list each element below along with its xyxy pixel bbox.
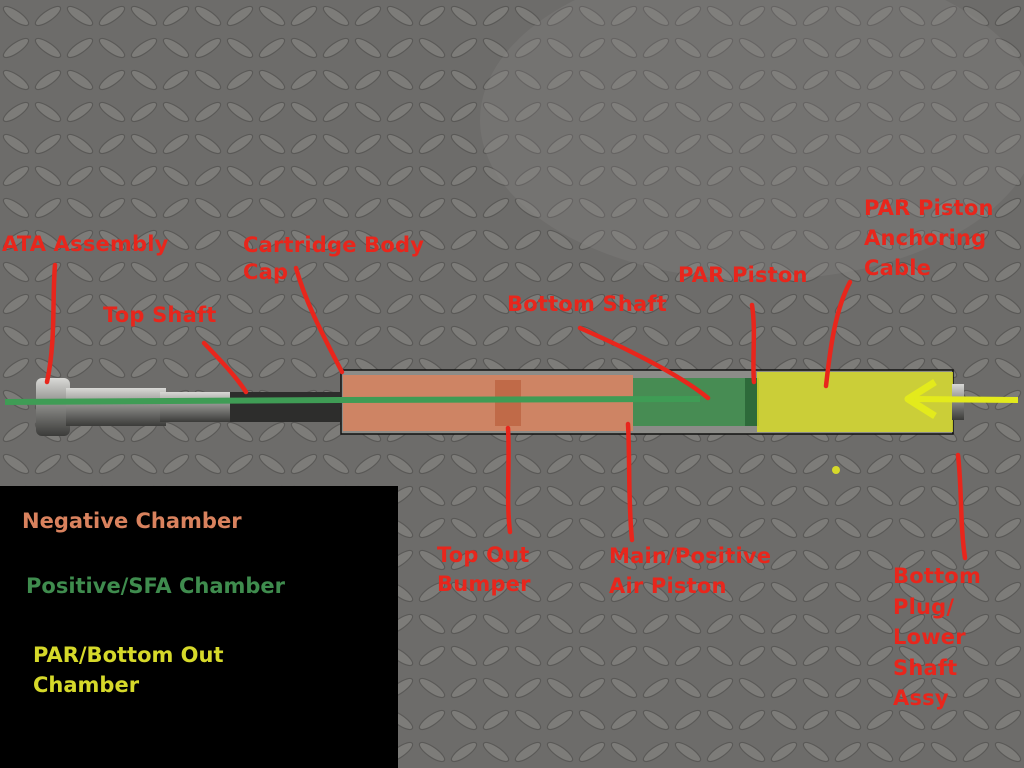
label-par-piston-anchoring-cable: PAR Piston Anchoring Cable xyxy=(864,196,994,280)
label-top-out-bumper: Top Out Bumper xyxy=(437,543,531,596)
label-main-positive-air-piston: Main/Positive Air Piston xyxy=(609,544,772,598)
label-ata-assembly: ATA Assembly xyxy=(2,232,169,256)
legend-box: Negative Chamber Positive/SFA Chamber PA… xyxy=(0,486,398,768)
label-par-piston: PAR Piston xyxy=(678,263,808,287)
legend-par-bottom-out-chamber: PAR/Bottom Out Chamber xyxy=(33,643,224,697)
label-bottom-plug-lower-shaft-assy: Bottom Plug/ Lower Shaft Assy xyxy=(893,564,982,710)
label-top-shaft: Top Shaft xyxy=(103,303,217,327)
label-cartridge-body-cap: Cartridge Body Cap xyxy=(243,233,425,284)
label-bottom-shaft: Bottom Shaft xyxy=(507,292,667,316)
legend-positive-sfa-chamber: Positive/SFA Chamber xyxy=(26,574,286,598)
legend-negative-chamber: Negative Chamber xyxy=(22,509,242,533)
